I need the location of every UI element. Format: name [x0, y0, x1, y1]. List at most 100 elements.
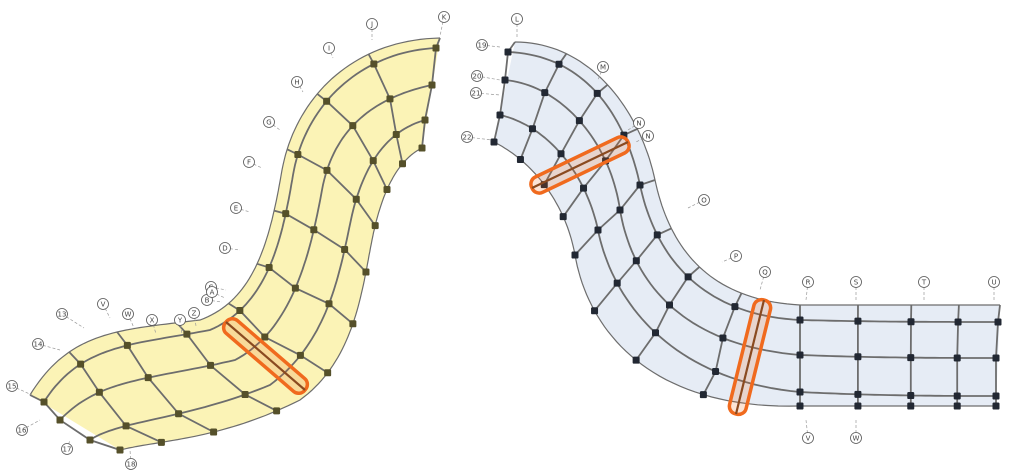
right-grid-label: T	[921, 278, 927, 286]
right-grid-label: W	[853, 434, 860, 442]
right-column	[528, 125, 536, 133]
right-grid-label: 19	[478, 41, 487, 49]
right-grid-label: S	[854, 278, 859, 286]
left-grid-bubble	[263, 116, 275, 128]
right-column	[854, 402, 862, 410]
left-column	[294, 151, 302, 159]
left-grid-leader	[11, 385, 33, 396]
left-grid-bubble	[206, 286, 218, 298]
right-grid-leader	[475, 92, 501, 96]
right-column	[593, 89, 601, 97]
left-grid-label: Y	[177, 316, 183, 324]
left-column	[175, 410, 183, 418]
left-grid-bubble	[56, 308, 68, 320]
right-column	[571, 251, 579, 259]
right-column	[907, 318, 915, 326]
right-grid-label: 21	[472, 89, 481, 97]
right-grid-label: U	[991, 278, 996, 286]
right-column	[580, 184, 588, 192]
left-column	[95, 388, 103, 396]
left-grid-bubble	[174, 314, 186, 326]
left-column	[236, 307, 244, 315]
right-column	[796, 388, 804, 396]
right-column	[490, 138, 498, 146]
right-column	[613, 279, 621, 287]
left-column	[362, 268, 370, 276]
left-column	[352, 195, 360, 203]
left-column	[282, 210, 290, 218]
highlighted-bays	[221, 135, 773, 417]
right-column	[557, 150, 565, 158]
left-column	[325, 300, 333, 308]
left-grid-label: G	[266, 118, 271, 126]
right-column	[796, 402, 804, 410]
right-grid-bubble	[476, 39, 488, 51]
left-grid-label: V	[101, 300, 106, 308]
left-grid-label: 18	[127, 460, 136, 468]
left-column	[157, 438, 165, 446]
left-grid-label: Z	[192, 309, 197, 317]
right-column	[907, 402, 915, 410]
left-column	[207, 361, 215, 369]
left-grid-leader	[21, 419, 41, 431]
right-column	[591, 307, 599, 315]
right-grid-label: O	[701, 196, 707, 204]
right-grid-bubble	[802, 432, 814, 444]
right-column	[796, 351, 804, 359]
left-column	[386, 95, 394, 103]
left-grid-bubble	[125, 458, 137, 470]
left-grid-bubble	[366, 18, 378, 30]
left-column	[122, 422, 130, 430]
right-column	[854, 317, 862, 325]
left-grid-label: D	[222, 244, 227, 252]
right-grid-leader	[759, 271, 766, 291]
right-column	[541, 89, 549, 97]
right-grid-bubble	[511, 13, 523, 25]
right-column	[994, 318, 1002, 326]
left-grid-bubble	[188, 307, 200, 319]
left-grid-leader	[37, 343, 61, 351]
left-grid-label: A	[210, 288, 215, 296]
right-column	[684, 273, 692, 281]
right-column	[653, 231, 661, 239]
right-column	[953, 392, 961, 400]
left-grid-label: B	[205, 296, 210, 304]
left-grid-label: 14	[34, 340, 43, 348]
right-column	[992, 392, 1000, 400]
right-column	[796, 316, 804, 324]
right-grid-bubble	[471, 70, 483, 82]
left-grid-bubble	[97, 298, 109, 310]
left-column	[261, 333, 269, 341]
left-grid-label: W	[125, 310, 132, 318]
left-grid-label: 17	[63, 445, 72, 453]
right-column	[636, 181, 644, 189]
left-column	[144, 374, 152, 382]
right-grid-label: 20	[473, 72, 482, 80]
right-grid-bubble	[698, 194, 710, 206]
right-column	[699, 391, 707, 399]
left-column	[392, 131, 400, 139]
left-column	[323, 97, 331, 105]
left-plan-columns	[40, 44, 440, 454]
right-column	[907, 354, 915, 362]
left-grid-leader	[439, 16, 445, 37]
left-column	[86, 436, 94, 444]
right-column	[719, 334, 727, 342]
right-grid-leader	[805, 419, 809, 439]
right-column	[632, 257, 640, 265]
left-column	[349, 320, 357, 328]
right-column	[992, 402, 1000, 410]
left-column	[296, 351, 304, 359]
right-highlight-bay-top-beam	[531, 141, 629, 189]
left-column	[432, 44, 440, 52]
left-column	[310, 226, 318, 234]
right-grid-bubble	[633, 117, 645, 129]
left-column	[428, 81, 436, 89]
right-grid-bubble	[461, 131, 473, 143]
right-column	[504, 48, 512, 56]
left-curved-floor-plan: KJIHGFEDCBAVWXYZ131415161718	[6, 11, 450, 470]
left-column	[323, 166, 331, 174]
left-column	[349, 122, 357, 130]
